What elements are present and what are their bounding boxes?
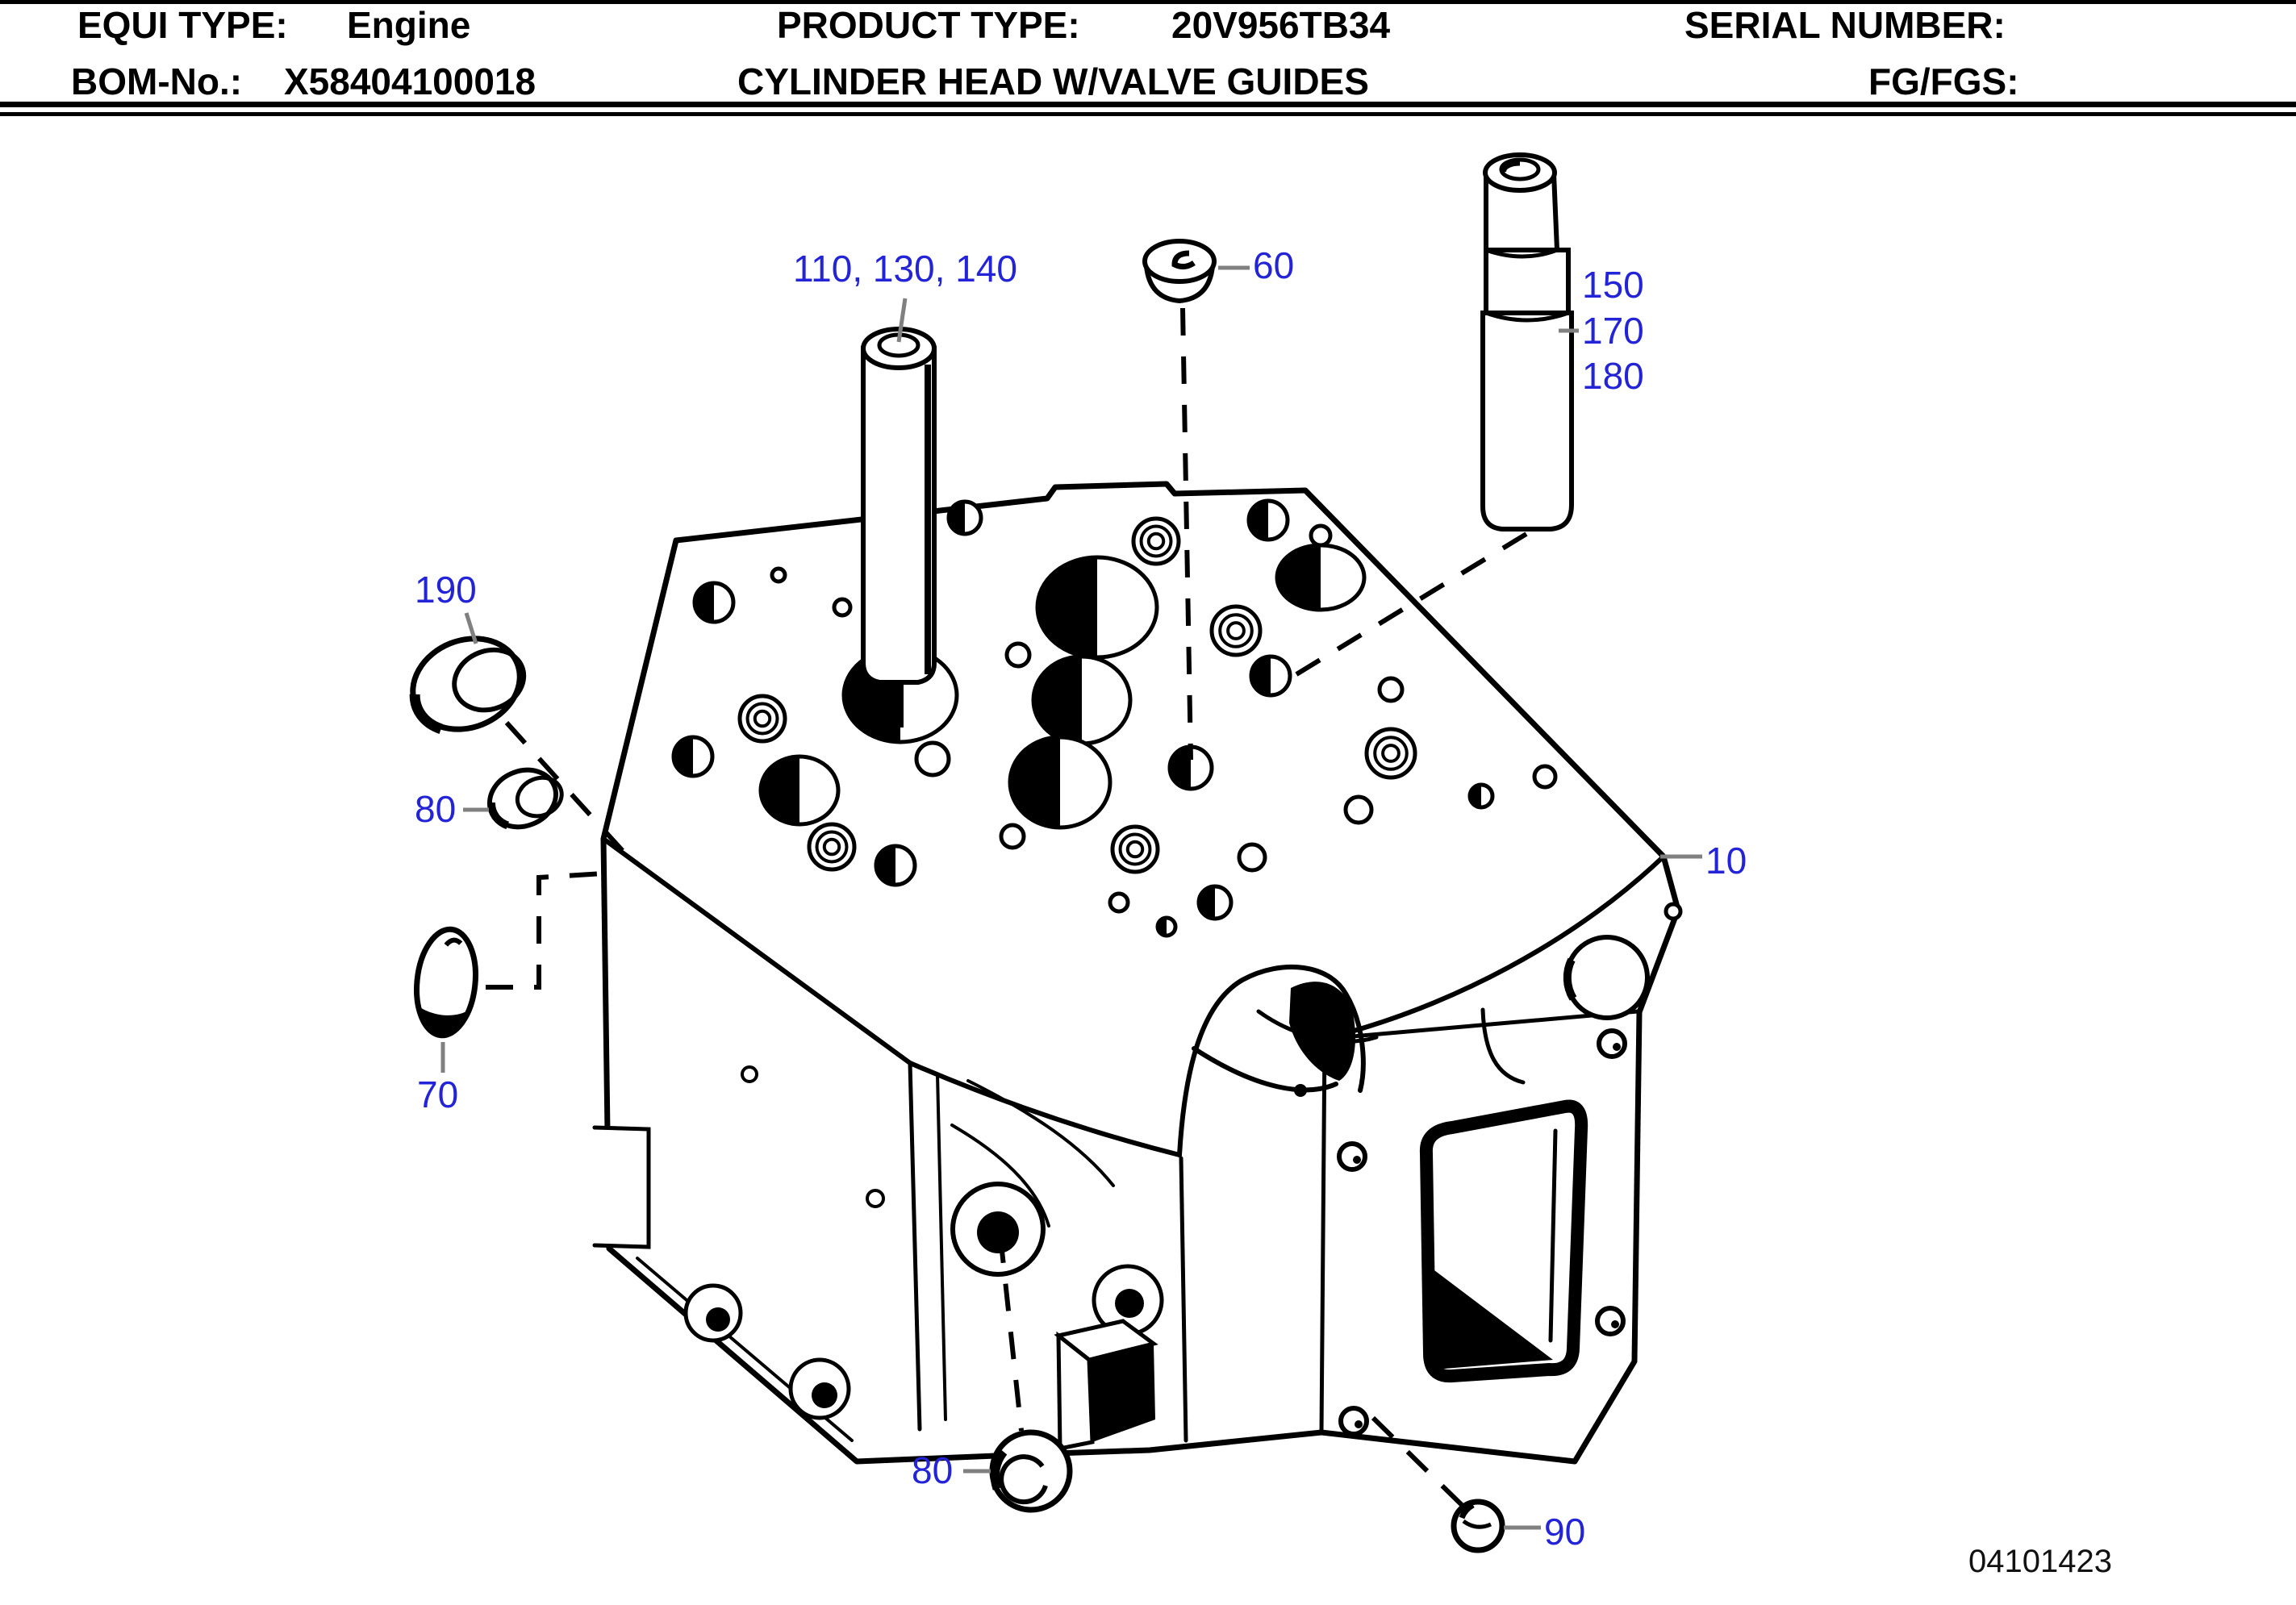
callout-90: 90 bbox=[1544, 1511, 1586, 1553]
plug-80-bottom bbox=[989, 1429, 1073, 1513]
assembly-dashed-lines bbox=[486, 307, 1528, 1509]
ball-90 bbox=[1451, 1499, 1505, 1553]
product-type-label: PRODUCT TYPE: bbox=[777, 4, 1080, 46]
plug-80-left bbox=[487, 767, 564, 830]
callout-190: 190 bbox=[415, 569, 477, 611]
drawing-number: 04101423 bbox=[1968, 1544, 2112, 1579]
equi-type-value: Engine bbox=[347, 4, 471, 46]
bom-no-value: X58404100018 bbox=[284, 60, 536, 102]
callout-60: 60 bbox=[1253, 244, 1295, 286]
equi-type-label: EQUI TYPE: bbox=[77, 4, 288, 46]
callout-170: 170 bbox=[1582, 310, 1644, 352]
deck-holes bbox=[671, 498, 1558, 938]
page-top-border bbox=[0, 0, 2296, 4]
callout-leader-lines bbox=[440, 265, 1702, 1530]
cylinder-head-body bbox=[592, 481, 1683, 1465]
plate-screw-holes bbox=[1337, 1028, 1627, 1436]
callout-180: 180 bbox=[1582, 355, 1644, 397]
callout-80-left: 80 bbox=[415, 788, 457, 830]
serial-number-label: SERIAL NUMBER: bbox=[1684, 4, 2006, 46]
fg-fgs-label: FG/FGS: bbox=[1868, 60, 2019, 102]
bom-no-label: BOM-No.: bbox=[71, 60, 243, 102]
valve-guide-right bbox=[1480, 152, 1574, 532]
callout-150: 150 bbox=[1582, 264, 1644, 306]
front-face-bosses bbox=[683, 1065, 885, 1420]
product-type-value: 20V956TB34 bbox=[1171, 4, 1391, 46]
header-rule-top bbox=[0, 102, 2296, 107]
plug-70 bbox=[414, 926, 478, 1039]
callout-110-130-140: 110, 130, 140 bbox=[793, 248, 1017, 290]
header-rule-bottom bbox=[0, 112, 2296, 116]
plug-190 bbox=[409, 636, 527, 734]
plug-60 bbox=[1142, 239, 1217, 304]
page-title: CYLINDER HEAD W/VALVE GUIDES bbox=[737, 60, 1369, 102]
valve-guide-left bbox=[861, 327, 937, 727]
callout-70: 70 bbox=[417, 1073, 459, 1115]
callout-80-bottom: 80 bbox=[912, 1449, 954, 1491]
callout-10: 10 bbox=[1705, 840, 1747, 882]
